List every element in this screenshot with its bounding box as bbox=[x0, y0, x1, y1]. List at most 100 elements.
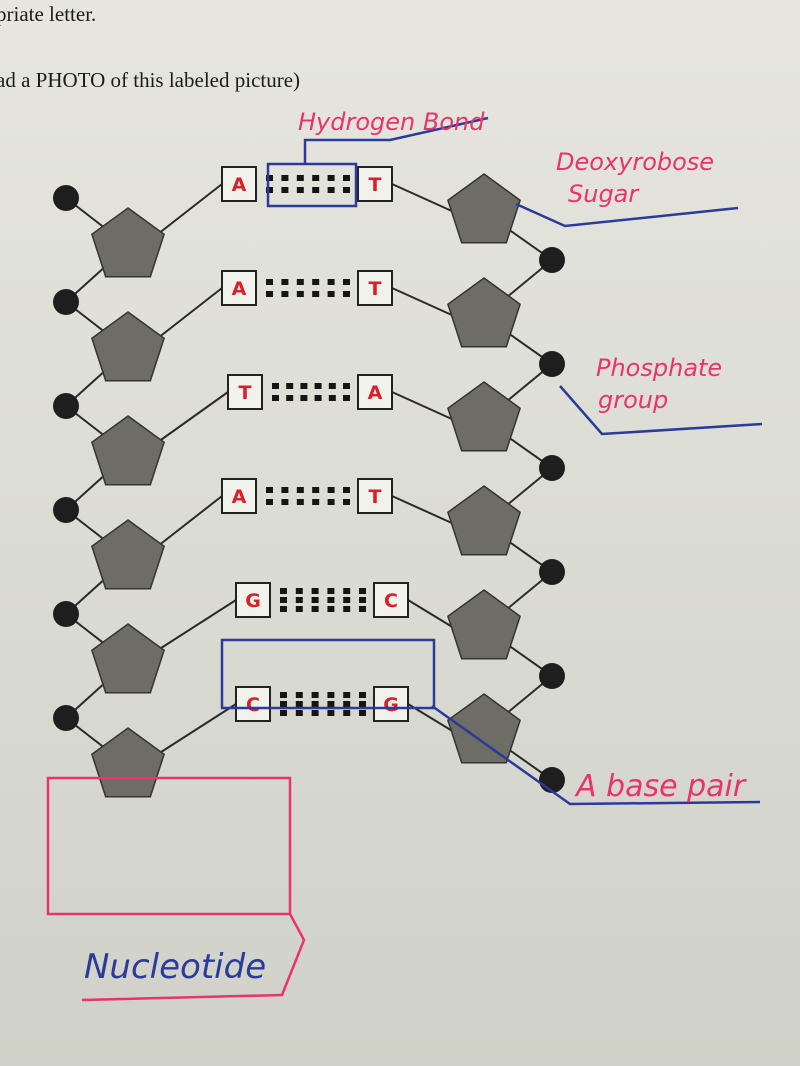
base-letter-left: T bbox=[239, 382, 252, 404]
phosphate-group bbox=[53, 289, 79, 315]
hydrogen-bond-dot bbox=[296, 175, 304, 181]
hydrogen-bond-dot bbox=[327, 175, 335, 181]
hydrogen-bond-dot bbox=[266, 187, 273, 193]
hydrogen-bond-dot bbox=[327, 588, 335, 594]
hydrogen-bond-dot bbox=[343, 279, 350, 285]
base-box-left bbox=[221, 166, 257, 202]
hydrogen-bond-dot bbox=[327, 499, 335, 505]
nucleotide-highlight-box bbox=[46, 776, 292, 916]
hydrogen-bond-dot bbox=[266, 487, 273, 493]
hydrogen-bond-dot bbox=[266, 499, 273, 505]
base-box-left bbox=[221, 270, 257, 306]
hydrogen-bond-dot bbox=[343, 499, 350, 505]
hydrogen-bond-dot bbox=[328, 383, 336, 389]
hydrogen-bond-dot bbox=[281, 187, 289, 193]
hydrogen-bond-dot bbox=[343, 187, 350, 193]
sugar-base-bond bbox=[391, 495, 455, 525]
hydrogen-bond-dot bbox=[327, 692, 335, 698]
hydrogen-bond-dot bbox=[295, 597, 303, 603]
deoxyribose-label-line1: Deoxyrobose bbox=[556, 148, 714, 176]
phosphate-label-line1: Phosphate bbox=[596, 354, 722, 382]
hydrogen-bond-dot bbox=[311, 710, 319, 716]
hydrogen-bond-dot bbox=[266, 279, 273, 285]
hydrogen-bond-dot bbox=[311, 606, 319, 612]
hydrogen-bond-dot bbox=[312, 175, 320, 181]
hydrogen-bond-dot bbox=[296, 291, 304, 297]
hydrogen-bond-dot bbox=[281, 279, 289, 285]
base-pair-highlight-box bbox=[220, 638, 436, 710]
base-letter-left: G bbox=[245, 590, 261, 612]
sugar-base-bond bbox=[391, 287, 455, 317]
phosphate-group bbox=[539, 351, 565, 377]
deoxyribose-sugar bbox=[91, 311, 165, 382]
base-box-left bbox=[227, 374, 263, 410]
deoxyribose-sugar bbox=[447, 693, 521, 764]
nucleotide-label: Nucleotide bbox=[84, 947, 266, 987]
hydrogen-bond-dot bbox=[281, 499, 289, 505]
hydrogen-bond-dot bbox=[343, 487, 350, 493]
hydrogen-bond-dot bbox=[312, 291, 320, 297]
hydrogen-bond-dot bbox=[281, 487, 289, 493]
hydrogen-bond-dot bbox=[286, 383, 294, 389]
phosphate-group bbox=[53, 497, 79, 523]
hydrogen-bond-dot bbox=[327, 606, 335, 612]
sugar-base-bond bbox=[157, 391, 229, 443]
phosphate-group bbox=[53, 601, 79, 627]
sugar-base-bond bbox=[157, 183, 223, 235]
hydrogen-bond-dot bbox=[327, 279, 335, 285]
base-letter-right: A bbox=[368, 382, 383, 404]
hydrogen-bond-dot bbox=[312, 279, 320, 285]
hydrogen-bond-dot bbox=[343, 383, 350, 389]
hydrogen-bond-dot bbox=[343, 291, 350, 297]
hydrogen-bond-dot bbox=[359, 692, 366, 698]
hydrogen-bond-label: Hydrogen Bond bbox=[298, 108, 485, 136]
sugar-base-bond bbox=[391, 183, 455, 213]
base-box-left bbox=[235, 582, 271, 618]
hydrogen-bond-dot bbox=[314, 383, 322, 389]
base-pair-annotation: A base pair bbox=[220, 638, 761, 806]
hydrogen-bond-dot bbox=[296, 279, 304, 285]
hydrogen-bond-dot bbox=[359, 710, 366, 716]
hydrogen-bond-dot bbox=[327, 487, 335, 493]
phosphate-group bbox=[539, 663, 565, 689]
sugar-base-bond bbox=[407, 599, 455, 629]
base-box-left bbox=[235, 686, 271, 722]
hydrogen-bond-dot bbox=[295, 588, 303, 594]
deoxyribose-sugar bbox=[447, 381, 521, 452]
base-letter-right: T bbox=[369, 486, 382, 508]
hydrogen-bond-dot bbox=[359, 588, 366, 594]
hydrogen-bond-dot bbox=[311, 692, 319, 698]
hydrogen-bond-dot bbox=[280, 701, 287, 707]
deoxyribose-sugar bbox=[91, 727, 165, 798]
hydrogen-bond-highlight-box bbox=[266, 162, 358, 208]
hydrogen-bond-dot bbox=[343, 692, 351, 698]
base-letter-right: G bbox=[383, 694, 399, 716]
hydrogen-bond-dot bbox=[311, 701, 319, 707]
phosphate-annotation: Phosphate group bbox=[559, 354, 763, 436]
deoxyribose-sugar bbox=[91, 623, 165, 694]
hydrogen-bond-dot bbox=[280, 606, 287, 612]
base-box-right bbox=[357, 166, 393, 202]
phosphate-group bbox=[539, 247, 565, 273]
phosphate-group bbox=[53, 185, 79, 211]
hydrogen-bond-dot bbox=[311, 588, 319, 594]
hydrogen-bond-dot bbox=[280, 692, 287, 698]
hydrogen-bond-dot bbox=[286, 395, 294, 401]
hydrogen-bond-dot bbox=[272, 395, 279, 401]
dna-backbone bbox=[53, 173, 565, 798]
deoxyribose-label-line2: Sugar bbox=[568, 180, 640, 208]
sugar-base-bond bbox=[391, 391, 455, 421]
base-letter-left: C bbox=[246, 694, 260, 716]
hydrogen-bond-dot bbox=[281, 291, 289, 297]
deoxyribose-sugar bbox=[447, 277, 521, 348]
hydrogen-bond-dot bbox=[327, 291, 335, 297]
deoxyribose-annotation: Deoxyrobose Sugar bbox=[515, 148, 739, 228]
phosphate-group bbox=[53, 393, 79, 419]
hydrogen-bond-dot bbox=[327, 597, 335, 603]
sugar-base-bond bbox=[157, 495, 223, 547]
base-pair-label: A base pair bbox=[574, 769, 747, 804]
hydrogen-bond-dot bbox=[266, 175, 273, 181]
hydrogen-bond-dot bbox=[312, 187, 320, 193]
base-box-right bbox=[357, 478, 393, 514]
hydrogen-bond-dot bbox=[327, 701, 335, 707]
